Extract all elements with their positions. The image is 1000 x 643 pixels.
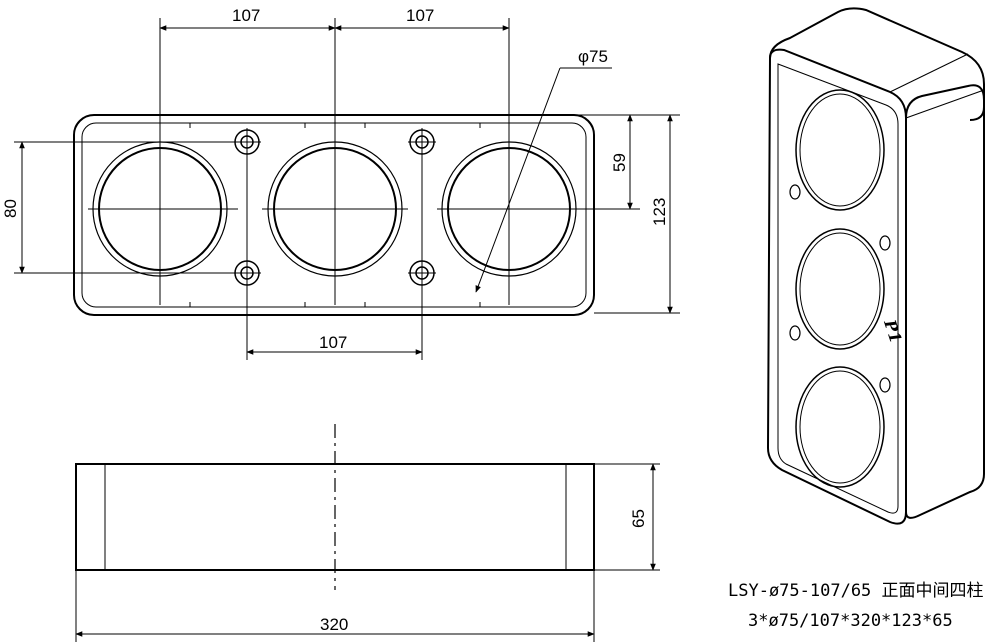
dim-height-123-label: 123 [650,198,669,226]
iso-hole-top [795,89,885,211]
front-inner-outline [81,122,587,308]
iso-right-face [905,84,985,519]
dim-bottom-label: 107 [319,333,347,352]
iso-post-hole-2 [879,235,891,251]
dim-height-80-label: 80 [1,199,20,218]
iso-marking: P1 [880,316,906,345]
dim-top-right-label: 107 [406,6,434,25]
caption-line-1: LSY-ø75-107/65 正面中间四柱 [728,581,984,601]
iso-view [766,7,985,525]
center-lines [88,18,640,360]
caption-line-2: 3*ø75/107*320*123*65 [748,611,953,631]
iso-top-face [769,7,985,121]
dim-height-59-label: 59 [610,153,629,172]
iso-hole-bottom [795,366,885,488]
front-view [14,18,680,360]
dim-phi75-leader [475,67,612,293]
dim-80 [14,141,247,274]
dim-59-123 [565,114,680,314]
dim-hole-diameter-label: φ75 [578,47,608,66]
iso-front-face [766,48,907,525]
iso-front-inner [777,63,899,514]
iso-post-hole-4 [879,377,891,393]
dim-width-label: 320 [320,615,348,634]
side-view [75,424,660,642]
front-outer-outline [73,114,595,316]
dim-top-left-label: 107 [232,6,260,25]
iso-hole-middle [795,228,885,350]
iso-post-hole-3 [789,325,801,341]
iso-post-hole-1 [789,184,801,200]
frame-ticks [189,123,481,307]
dim-depth-label: 65 [629,509,648,528]
